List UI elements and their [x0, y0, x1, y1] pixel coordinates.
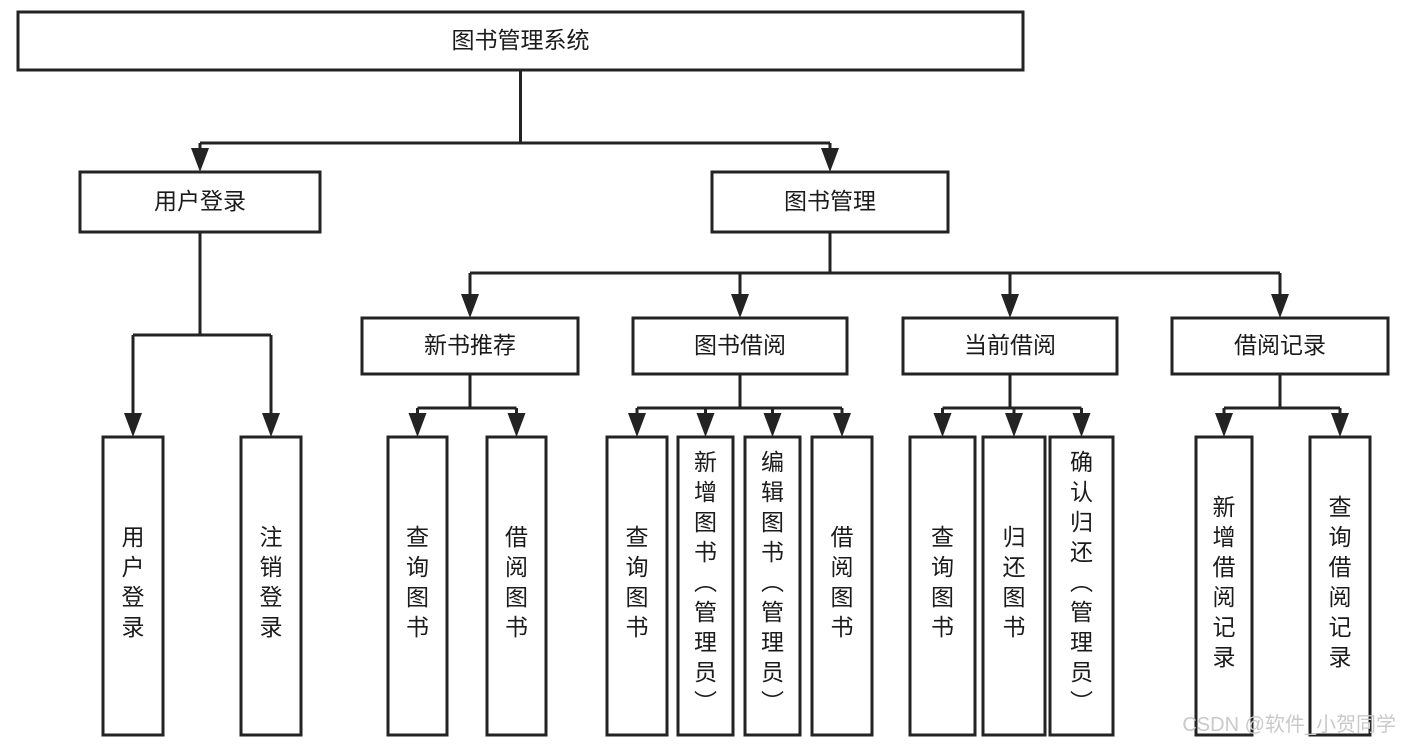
arrow-head-icon-book-manage: [821, 148, 839, 172]
node-box-leaf-borrow-book-2: [810, 435, 874, 737]
node-leaf-add-borrow-record[interactable]: 新增借阅记录: [1194, 435, 1254, 737]
node-box-leaf-query-borrow-record: [1308, 435, 1372, 737]
node-leaf-user-login[interactable]: 用户登录: [101, 435, 165, 737]
node-leaf-borrow-book-1[interactable]: 借阅图书: [485, 435, 548, 737]
node-leaf-logout[interactable]: 注销登录: [239, 435, 303, 737]
arrow-head-icon-leaf-add-book-admin: [696, 413, 715, 437]
node-label-leaf-return-book: 归还图书: [1003, 524, 1026, 640]
node-box-leaf-return-book: [981, 435, 1047, 737]
arrow-head-icon-leaf-query-borrow-record: [1331, 413, 1349, 437]
node-box-borrow-record: [1170, 316, 1390, 376]
node-leaf-edit-book-admin[interactable]: 编辑图书︵管理员︶: [743, 435, 802, 737]
node-box-leaf-confirm-return-admin: [1048, 435, 1115, 737]
node-label-leaf-borrow-book-2: 借阅图书: [831, 524, 854, 640]
node-label-root: 图书管理系统: [452, 27, 590, 53]
arrow-head-icon-leaf-query-book-2: [628, 413, 646, 437]
node-label-book-borrow: 图书借阅: [694, 332, 786, 358]
arrow-head-icon-leaf-add-borrow-record: [1215, 413, 1233, 437]
arrow-head-icon-leaf-query-book-3: [933, 413, 952, 437]
node-box-current-borrow: [901, 316, 1119, 376]
node-label-leaf-edit-book-admin: 编辑图书︵管理员︶: [761, 449, 784, 715]
csdn-watermark: CSDN @软件_小贺同学: [1182, 713, 1396, 736]
arrow-head-icon-user-login: [191, 148, 209, 172]
node-label-leaf-user-login: 用户登录: [122, 524, 145, 640]
node-label-leaf-add-borrow-record: 新增借阅记录: [1213, 494, 1236, 670]
arrow-head-icon-leaf-user-login: [124, 413, 142, 437]
node-label-leaf-query-borrow-record: 查询借阅记录: [1329, 494, 1352, 670]
arrow-head-icon-book-borrow: [731, 294, 749, 318]
node-box-leaf-query-book-2: [605, 435, 669, 737]
arrow-head-icon-current-borrow: [1001, 294, 1019, 318]
node-label-borrow-record: 借阅记录: [1234, 332, 1326, 358]
arrow-head-icon-leaf-borrow-book-1: [507, 413, 526, 437]
node-leaf-query-book-1[interactable]: 查询图书: [386, 435, 449, 737]
node-root[interactable]: 图书管理系统: [16, 10, 1025, 72]
node-box-leaf-query-book-3: [908, 435, 977, 737]
arrow-head-icon-new-book-recommend: [461, 294, 479, 318]
node-box-leaf-user-login: [101, 435, 165, 737]
node-book-manage[interactable]: 图书管理: [710, 170, 950, 234]
node-label-user-login: 用户登录: [154, 188, 246, 214]
node-label-current-borrow: 当前借阅: [964, 332, 1056, 358]
node-label-new-book-recommend: 新书推荐: [424, 332, 516, 358]
node-leaf-borrow-book-2[interactable]: 借阅图书: [810, 435, 874, 737]
node-label-leaf-borrow-book-1: 借阅图书: [505, 524, 528, 640]
node-book-borrow[interactable]: 图书借阅: [631, 316, 849, 376]
arrow-head-icon-leaf-logout: [262, 413, 280, 437]
node-label-book-manage: 图书管理: [784, 188, 876, 214]
node-borrow-record[interactable]: 借阅记录: [1170, 316, 1390, 376]
arrow-head-icon-leaf-edit-book-admin: [763, 413, 782, 437]
node-label-leaf-logout: 注销登录: [260, 524, 283, 640]
arrow-head-icon-leaf-query-book-1: [408, 413, 427, 437]
node-user-login[interactable]: 用户登录: [78, 170, 322, 234]
node-box-user-login: [78, 170, 322, 234]
node-label-leaf-query-book-3: 查询图书: [931, 524, 954, 640]
node-box-leaf-query-book-1: [386, 435, 449, 737]
arrow-head-icon-leaf-return-book: [1005, 413, 1023, 437]
node-leaf-confirm-return-admin[interactable]: 确认归还︵管理员︶: [1048, 435, 1115, 737]
node-box-root: [16, 10, 1025, 72]
node-label-leaf-query-book-1: 查询图书: [406, 524, 429, 640]
node-box-leaf-borrow-book-1: [485, 435, 548, 737]
arrow-head-icon-leaf-confirm-return-admin: [1072, 413, 1091, 437]
node-box-leaf-add-borrow-record: [1194, 435, 1254, 737]
node-label-leaf-confirm-return-admin: 确认归还︵管理员︶: [1070, 449, 1093, 715]
node-leaf-query-book-3[interactable]: 查询图书: [908, 435, 977, 737]
connector-layer: [124, 70, 1349, 437]
node-leaf-query-borrow-record[interactable]: 查询借阅记录: [1308, 435, 1372, 737]
arrow-head-icon-leaf-borrow-book-2: [833, 413, 851, 437]
node-leaf-add-book-admin[interactable]: 新增图书︵管理员︶: [676, 435, 735, 737]
node-leaf-return-book[interactable]: 归还图书: [981, 435, 1047, 737]
node-box-book-borrow: [631, 316, 849, 376]
node-box-leaf-logout: [239, 435, 303, 737]
node-box-new-book-recommend: [360, 316, 580, 376]
node-box-leaf-add-book-admin: [676, 435, 735, 737]
node-layer: 图书管理系统用户登录图书管理新书推荐图书借阅当前借阅借阅记录用户登录注销登录查询…: [16, 10, 1390, 737]
node-label-leaf-query-book-2: 查询图书: [626, 524, 649, 640]
node-box-leaf-edit-book-admin: [743, 435, 802, 737]
node-box-book-manage: [710, 170, 950, 234]
node-leaf-query-book-2[interactable]: 查询图书: [605, 435, 669, 737]
node-current-borrow[interactable]: 当前借阅: [901, 316, 1119, 376]
arrow-head-icon-borrow-record: [1271, 294, 1289, 318]
node-label-leaf-add-book-admin: 新增图书︵管理员︶: [694, 449, 717, 715]
node-new-book-recommend[interactable]: 新书推荐: [360, 316, 580, 376]
